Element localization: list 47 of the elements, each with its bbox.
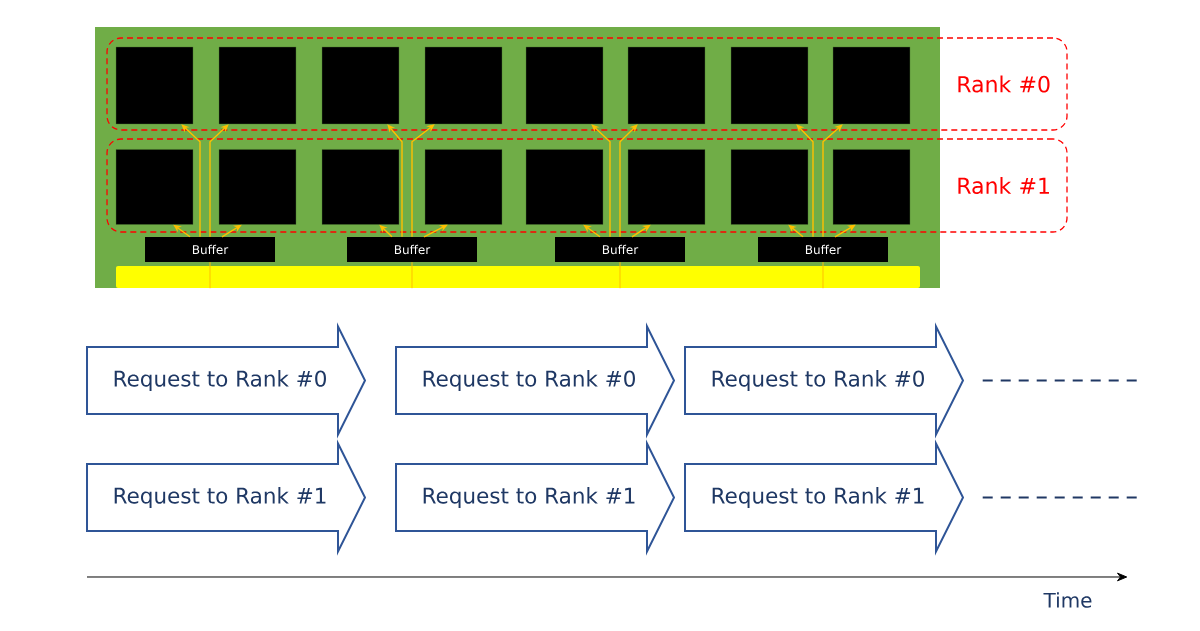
memory-chip bbox=[321, 149, 400, 225]
buffer-chip: Buffer bbox=[347, 237, 477, 262]
request-block: Request to Rank #0 bbox=[86, 322, 367, 439]
memory-chip bbox=[730, 46, 809, 125]
memory-chip bbox=[525, 46, 604, 125]
arrow bbox=[631, 224, 651, 238]
rank-group: Rank #0 bbox=[106, 37, 1068, 131]
memory-chip bbox=[424, 149, 503, 225]
memory-chip bbox=[730, 149, 809, 225]
connector-line bbox=[411, 261, 413, 289]
memory-chip bbox=[525, 149, 604, 225]
arrow bbox=[834, 224, 856, 238]
request-block: Request to Rank #0 bbox=[395, 322, 676, 439]
rank-group: Rank #1 bbox=[106, 138, 1068, 233]
request-block: Request to Rank #1 bbox=[395, 439, 676, 556]
request-block: Request to Rank #1 bbox=[86, 439, 367, 556]
arrow bbox=[181, 124, 201, 238]
axis-label: Time bbox=[1043, 592, 1092, 608]
arrow bbox=[387, 124, 403, 238]
memory-chip bbox=[627, 149, 706, 225]
connector-line bbox=[822, 261, 824, 289]
edge-connector bbox=[116, 266, 920, 288]
arrow bbox=[619, 124, 638, 238]
dashed-line bbox=[981, 496, 1140, 499]
arrow bbox=[796, 124, 814, 238]
memory-chip bbox=[115, 46, 194, 125]
memory-chip bbox=[218, 46, 297, 125]
arrow bbox=[411, 124, 435, 238]
memory-chip bbox=[424, 46, 503, 125]
memory-chip bbox=[832, 149, 911, 225]
memory-chip bbox=[832, 46, 911, 125]
arrow bbox=[591, 124, 611, 238]
buffer-chip: Buffer bbox=[758, 237, 888, 262]
memory-chip bbox=[627, 46, 706, 125]
buffer-chip: Buffer bbox=[145, 237, 275, 262]
dashed-line bbox=[981, 379, 1140, 382]
arrow bbox=[822, 124, 843, 238]
memory-chip bbox=[218, 149, 297, 225]
connector-line bbox=[619, 261, 621, 289]
request-block: Request to Rank #1 bbox=[684, 439, 965, 556]
arrow bbox=[209, 124, 229, 238]
arrow bbox=[221, 224, 242, 238]
buffer-chip: Buffer bbox=[555, 237, 685, 262]
memory-chip bbox=[321, 46, 400, 125]
connector-line bbox=[209, 261, 211, 289]
request-block: Request to Rank #0 bbox=[684, 322, 965, 439]
memory-chip bbox=[115, 149, 194, 225]
